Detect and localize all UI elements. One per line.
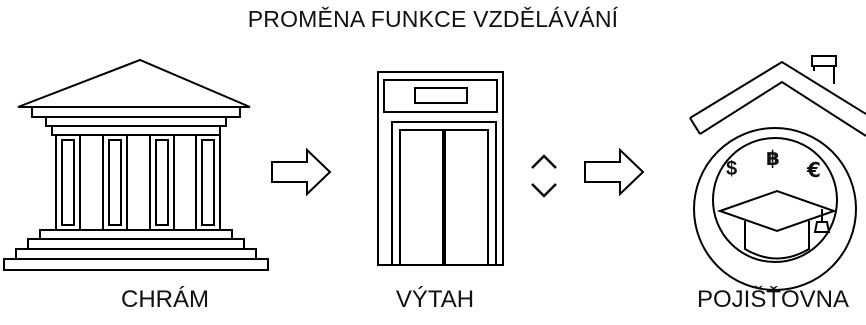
house-insurance-icon	[689, 55, 866, 291]
arrow-right-icon	[271, 147, 332, 197]
euro-icon: €	[807, 158, 821, 182]
arrow-right-icon	[584, 147, 645, 197]
up-chevron-icon	[531, 154, 557, 169]
elevator-icon	[377, 71, 557, 266]
down-chevron-icon	[531, 183, 557, 198]
graduation-cap-icon	[716, 189, 838, 260]
baht-icon: ฿	[766, 146, 780, 170]
diagram-title: PROMĚNA FUNKCE VZDĚLÁVÁNÍ	[247, 6, 619, 32]
stage-label-temple: CHRÁM	[121, 286, 209, 313]
stage-label-elevator: VÝTAH	[395, 286, 475, 313]
temple-icon	[3, 58, 269, 271]
dollar-icon: $	[726, 158, 738, 180]
temple-columns	[55, 134, 221, 231]
stage-label-insurance: POJIŠŤOVNA	[696, 286, 850, 313]
